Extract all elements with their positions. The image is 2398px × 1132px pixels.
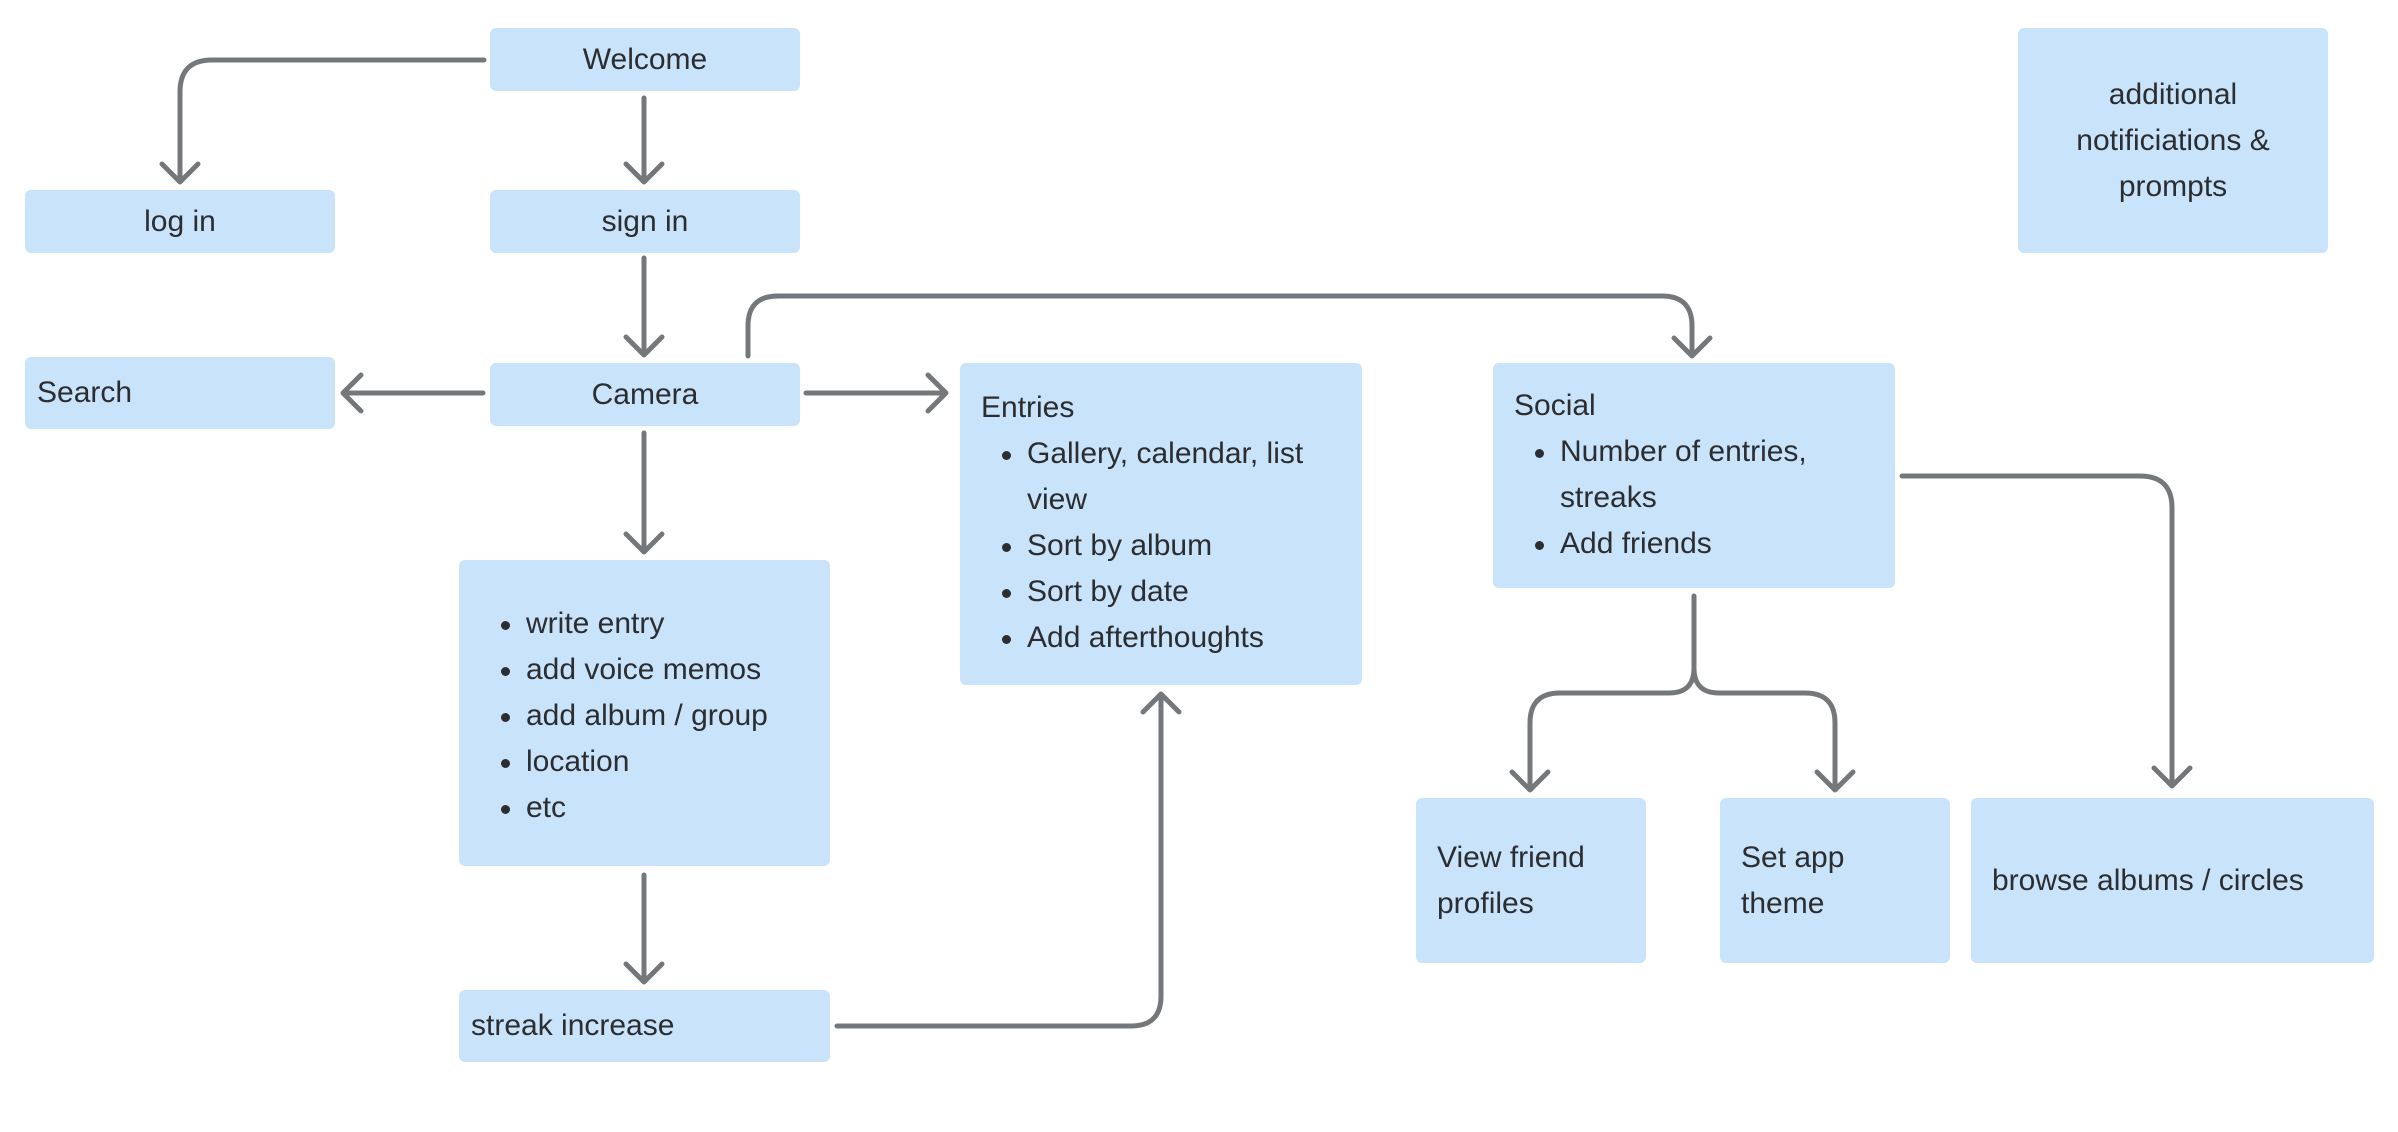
- node-notifications-label: additional notificiations & prompts: [2076, 77, 2270, 203]
- node-view-friend-profiles-label: View friend profiles: [1437, 840, 1585, 920]
- social-feature-list: Number of entries, streaks Add friends: [1514, 429, 1875, 567]
- node-sign-in[interactable]: sign in: [490, 190, 800, 253]
- node-streak-increase[interactable]: streak increase: [459, 990, 830, 1062]
- node-social[interactable]: Social Number of entries, streaks Add fr…: [1493, 363, 1895, 588]
- edge-social-to-friends-theme: [1509, 593, 1856, 793]
- node-set-app-theme-label: Set app theme: [1741, 840, 1845, 920]
- list-item: Add afterthoughts: [1002, 615, 1342, 661]
- node-search[interactable]: Search: [25, 357, 335, 429]
- node-entries[interactable]: Entries Gallery, calendar, list view Sor…: [960, 363, 1362, 685]
- list-item: Sort by album: [1002, 523, 1342, 569]
- node-social-title: Social: [1514, 389, 1596, 422]
- node-entry-options[interactable]: write entry add voice memos add album / …: [459, 560, 830, 866]
- edge-social-to-browse: [1899, 473, 2193, 789]
- edge-camera-to-social: [745, 293, 1713, 359]
- node-camera[interactable]: Camera: [490, 363, 800, 426]
- list-item: location: [501, 739, 810, 785]
- entries-feature-list: Gallery, calendar, list view Sort by alb…: [981, 431, 1342, 661]
- edge-streak-to-entries: [834, 691, 1182, 1029]
- edge-welcome-to-signin: [623, 95, 665, 185]
- list-item: add album / group: [501, 693, 810, 739]
- list-item: add voice memos: [501, 647, 810, 693]
- node-set-app-theme[interactable]: Set app theme: [1720, 798, 1950, 963]
- node-view-friend-profiles[interactable]: View friend profiles: [1416, 798, 1646, 963]
- node-log-in-label: log in: [144, 204, 216, 238]
- node-search-label: Search: [37, 376, 133, 409]
- node-welcome[interactable]: Welcome: [490, 28, 800, 91]
- list-item: etc: [501, 785, 810, 831]
- list-item: Sort by date: [1002, 569, 1342, 615]
- edge-camera-to-entries: [803, 372, 949, 414]
- list-item: Gallery, calendar, list view: [1002, 431, 1342, 523]
- edge-signin-to-camera: [623, 255, 665, 358]
- edge-welcome-to-login: [159, 57, 487, 185]
- node-browse-albums-label: browse albums / circles: [1992, 863, 2304, 897]
- edge-options-to-streak: [623, 872, 665, 985]
- list-item: write entry: [501, 601, 810, 647]
- node-streak-increase-label: streak increase: [471, 1009, 675, 1042]
- node-entries-title: Entries: [981, 391, 1075, 424]
- node-welcome-label: Welcome: [582, 42, 708, 76]
- node-camera-label: Camera: [591, 377, 699, 411]
- node-notifications[interactable]: additional notificiations & prompts: [2018, 28, 2328, 253]
- entry-options-list: write entry add voice memos add album / …: [480, 601, 810, 831]
- node-log-in[interactable]: log in: [25, 190, 335, 253]
- node-sign-in-label: sign in: [601, 204, 689, 238]
- list-item: Number of entries, streaks: [1535, 429, 1875, 521]
- node-browse-albums[interactable]: browse albums / circles: [1971, 798, 2374, 963]
- edge-camera-to-options: [623, 430, 665, 555]
- edge-camera-to-search: [340, 372, 486, 414]
- list-item: Add friends: [1535, 521, 1875, 567]
